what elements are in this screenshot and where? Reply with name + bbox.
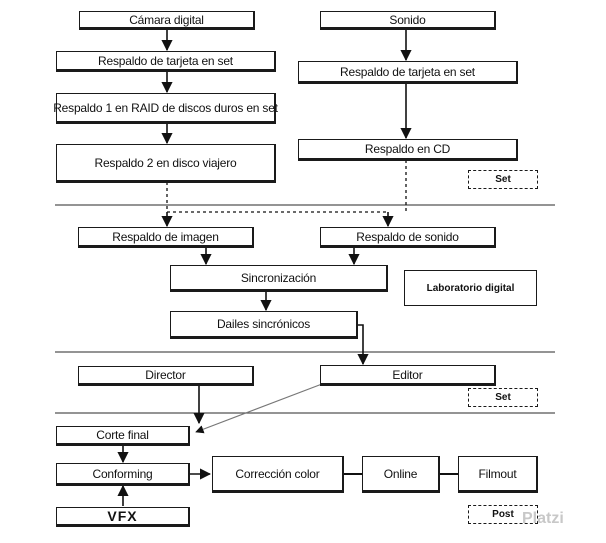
node-respaldo-tarjeta: Respaldo de tarjeta en set <box>56 51 276 72</box>
stage-tag-label: Set <box>495 174 511 185</box>
stage-tag-set-edit: Set <box>468 388 538 407</box>
arrow-editor-to-corte <box>195 383 323 434</box>
node-label: Conforming <box>92 466 153 481</box>
node-filmout: Filmout <box>458 456 538 493</box>
dashed-link-image <box>166 182 388 213</box>
node-label: Filmout <box>478 466 517 481</box>
node-online: Online <box>362 456 440 493</box>
node-label: Respaldo 2 en disco viajero <box>94 155 237 170</box>
node-respaldo-imagen: Respaldo de imagen <box>78 227 254 248</box>
stage-tag-set: Set <box>468 170 538 189</box>
node-sonido: Sonido <box>320 11 496 30</box>
node-label: Corrección color <box>235 466 320 481</box>
watermark-logo: Platzi <box>522 510 564 528</box>
node-label: Director <box>145 368 186 382</box>
node-respaldo-sonido: Respaldo de sonido <box>320 227 496 248</box>
node-conforming: Conforming <box>56 463 190 486</box>
stage-tag-label: Laboratorio digital <box>426 282 515 294</box>
stage-tag-laboratorio: Laboratorio digital <box>404 270 537 306</box>
node-respaldo-raid: Respaldo 1 en RAID de discos duros en se… <box>53 93 278 124</box>
node-respaldo-tarjeta-sonido: Respaldo de tarjeta en set <box>298 61 518 84</box>
node-label: Respaldo de tarjeta en set <box>98 53 233 68</box>
node-label: Sonido <box>389 12 426 27</box>
node-label: Respaldo de imagen <box>112 229 219 244</box>
node-correccion-color: Corrección color <box>212 456 344 493</box>
stage-tag-post: Post <box>468 505 538 524</box>
node-label: Online <box>383 466 418 481</box>
node-respaldo-viajero: Respaldo 2 en disco viajero <box>56 144 276 183</box>
stage-tag-label: Set <box>495 392 511 403</box>
node-label: Dailes sincrónicos <box>216 317 311 331</box>
node-dailies: Dailes sincrónicos <box>170 311 358 339</box>
node-sincronizacion: Sincronización <box>170 265 388 292</box>
node-label: Corte final <box>96 428 149 442</box>
node-label: Editor <box>392 367 423 382</box>
node-respaldo-cd: Respaldo en CD <box>298 139 518 161</box>
node-editor: Editor <box>320 365 496 386</box>
node-director: Director <box>78 366 254 386</box>
node-label: VFX <box>107 508 138 524</box>
node-label: Sincronización <box>240 270 317 285</box>
arrow-dailies-to-editor <box>357 324 369 366</box>
watermark-label: Platzi <box>522 510 564 527</box>
node-camara-digital: Cámara digital <box>79 11 255 30</box>
node-vfx: VFX <box>56 507 190 527</box>
node-label: Respaldo de sonido <box>356 229 459 244</box>
node-label: Cámara digital <box>129 12 204 27</box>
stage-tag-label: Post <box>492 509 514 520</box>
node-label: Respaldo 1 en RAID de discos duros en se… <box>53 100 278 115</box>
node-corte-final: Corte final <box>56 426 190 446</box>
node-label: Respaldo en CD <box>364 142 451 156</box>
node-label: Respaldo de tarjeta en set <box>340 64 475 79</box>
